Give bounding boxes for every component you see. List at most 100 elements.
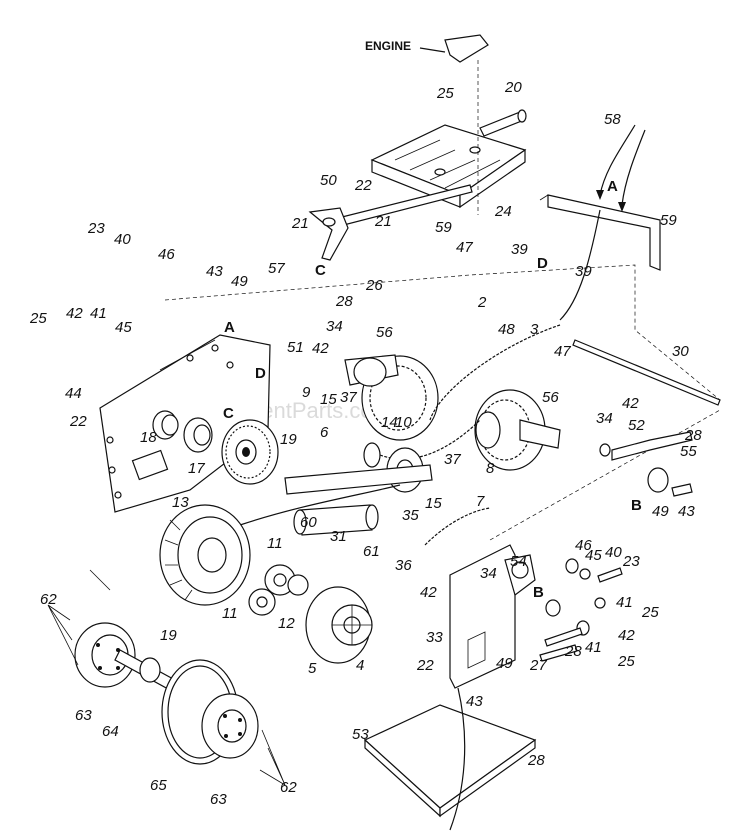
bearing-17 bbox=[183, 417, 213, 453]
pulley-19 bbox=[221, 419, 279, 485]
callout-5: 5 bbox=[308, 660, 317, 677]
callout-39: 39 bbox=[575, 263, 592, 280]
callout-33: 33 bbox=[426, 629, 443, 646]
callout-3: 3 bbox=[530, 321, 539, 338]
callout-49: 49 bbox=[496, 655, 513, 672]
callout-42: 42 bbox=[622, 395, 639, 412]
callouts: 20 25 58 50 22 21 21 24 59 59 23 40 46 4… bbox=[29, 79, 702, 808]
callout-20: 20 bbox=[504, 79, 522, 96]
engine-pointer bbox=[419, 47, 446, 53]
callout-36: 36 bbox=[395, 557, 412, 574]
callout-41: 41 bbox=[616, 594, 633, 611]
sprocket-56-right bbox=[474, 389, 561, 471]
callout-41: 41 bbox=[90, 305, 107, 322]
bearing-18 bbox=[152, 410, 179, 440]
callout-43: 43 bbox=[466, 693, 483, 710]
rod-20 bbox=[479, 109, 527, 137]
callout-22: 22 bbox=[69, 413, 87, 430]
callout-56: 56 bbox=[376, 324, 393, 341]
callout-42: 42 bbox=[420, 584, 437, 601]
callout-2: 2 bbox=[477, 294, 487, 311]
callout-28: 28 bbox=[684, 427, 702, 444]
ref-letter-b-1: B bbox=[631, 497, 642, 514]
callout-25: 25 bbox=[641, 604, 659, 621]
callout-34: 34 bbox=[480, 565, 497, 582]
gears-11 bbox=[248, 564, 309, 616]
callout-23: 23 bbox=[87, 220, 105, 237]
callout-7: 7 bbox=[476, 493, 485, 510]
left-side-plate-22 bbox=[99, 334, 271, 513]
callout-46: 46 bbox=[158, 246, 175, 263]
callout-22: 22 bbox=[354, 177, 372, 194]
callout-25: 25 bbox=[617, 653, 635, 670]
callout-51: 51 bbox=[287, 339, 304, 356]
callout-59: 59 bbox=[660, 212, 677, 229]
wheel-13 bbox=[159, 504, 251, 606]
callout-30: 30 bbox=[672, 343, 689, 360]
callout-40: 40 bbox=[605, 544, 622, 561]
callout-28: 28 bbox=[527, 752, 545, 769]
callout-43: 43 bbox=[678, 503, 695, 520]
callout-14: 14 bbox=[381, 414, 398, 431]
callout-65: 65 bbox=[150, 777, 167, 794]
base-plate-53 bbox=[363, 704, 537, 818]
ref-letter-c-2: C bbox=[223, 405, 234, 422]
callout-13: 13 bbox=[172, 494, 189, 511]
callout-34: 34 bbox=[326, 318, 343, 335]
crossbar-21 bbox=[308, 184, 473, 261]
callout-37: 37 bbox=[340, 389, 357, 406]
callout-49: 49 bbox=[652, 503, 669, 520]
ref-letter-d-1: D bbox=[537, 255, 548, 272]
ref-letter-d-2: D bbox=[255, 365, 266, 382]
callout-24: 24 bbox=[494, 203, 512, 220]
ref-letter-a-1: A bbox=[607, 178, 618, 195]
callout-39: 39 bbox=[511, 241, 528, 258]
wheel-hub-63-left bbox=[74, 622, 136, 688]
tensioner-52 bbox=[599, 431, 693, 497]
callout-10: 10 bbox=[395, 414, 412, 431]
callout-17: 17 bbox=[188, 460, 205, 477]
shaft-30 bbox=[572, 339, 721, 406]
callout-11: 11 bbox=[267, 535, 283, 552]
engine-mount-stub bbox=[444, 34, 489, 63]
callout-22: 22 bbox=[416, 657, 434, 674]
callout-8: 8 bbox=[486, 460, 495, 477]
callout-25: 25 bbox=[29, 310, 47, 327]
callout-25: 25 bbox=[436, 85, 454, 102]
callout-63: 63 bbox=[75, 707, 92, 724]
shaft-31 bbox=[284, 464, 433, 536]
callout-28: 28 bbox=[335, 293, 353, 310]
callout-57: 57 bbox=[268, 260, 285, 277]
callout-50: 50 bbox=[320, 172, 337, 189]
callout-48: 48 bbox=[498, 321, 515, 338]
callout-19: 19 bbox=[280, 431, 297, 448]
callout-23: 23 bbox=[622, 553, 640, 570]
callout-9: 9 bbox=[302, 384, 311, 401]
callout-31: 31 bbox=[330, 528, 347, 545]
callout-15: 15 bbox=[320, 391, 337, 408]
callout-41: 41 bbox=[585, 639, 602, 656]
callout-35: 35 bbox=[402, 507, 419, 524]
callout-34: 34 bbox=[596, 410, 613, 427]
callout-37: 37 bbox=[444, 451, 461, 468]
ref-letter-c-1: C bbox=[315, 262, 326, 279]
chassis-outline-bottom bbox=[489, 409, 721, 541]
callout-54: 54 bbox=[510, 553, 527, 570]
linkage-plate-59 bbox=[539, 194, 661, 271]
callout-21: 21 bbox=[374, 213, 392, 230]
chain-lower bbox=[424, 507, 491, 546]
chassis-outline-top bbox=[164, 264, 721, 401]
callout-62: 62 bbox=[280, 779, 297, 796]
leader-lines bbox=[47, 569, 286, 786]
callout-64: 64 bbox=[102, 723, 119, 740]
engine-label: ENGINE bbox=[365, 39, 411, 53]
callout-62: 62 bbox=[40, 591, 57, 608]
callout-12: 12 bbox=[278, 615, 295, 632]
callout-27: 27 bbox=[529, 657, 547, 674]
callout-26: 26 bbox=[365, 277, 383, 294]
callout-40: 40 bbox=[114, 231, 131, 248]
callout-56: 56 bbox=[542, 389, 559, 406]
callout-61: 61 bbox=[363, 543, 380, 560]
callout-55: 55 bbox=[680, 443, 697, 460]
chain-upper bbox=[429, 324, 561, 421]
